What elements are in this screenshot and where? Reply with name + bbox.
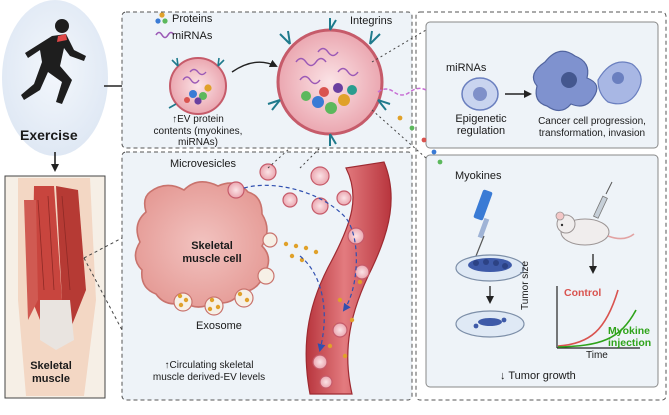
syringe-icon	[593, 181, 613, 219]
myokines-label: Myokines	[455, 170, 502, 182]
muscle-label-line1: Skeletal	[30, 360, 72, 372]
ev-contents-line2: contents (myokines,	[153, 126, 243, 137]
thigh-muscle-illustration	[18, 178, 96, 396]
microvesicles	[227, 163, 370, 389]
chart-ylabel: Tumor size	[520, 260, 531, 310]
small-ev	[169, 57, 227, 115]
cancer-line2: transformation, invasion	[538, 128, 646, 139]
proteins-label: Proteins	[172, 13, 213, 25]
large-ev	[276, 28, 384, 136]
control-curve	[557, 289, 619, 347]
ev-trajectory-2	[299, 255, 326, 352]
petri-dish-2	[455, 310, 525, 338]
mouse-icon	[555, 211, 635, 246]
pipette-icon	[473, 189, 493, 257]
integrin-icon	[267, 18, 391, 146]
petri-dish-1	[455, 254, 525, 282]
integrins-label: Integrins	[350, 15, 393, 27]
arrow-small-to-large-ev	[231, 59, 278, 73]
connector-ev-bottom	[371, 109, 427, 159]
mirna-legend-icon	[155, 31, 175, 39]
ev-contents-line1: ↑EV protein	[172, 114, 224, 125]
runner-icon	[21, 19, 86, 104]
muscle-cell-label-line2: muscle cell	[182, 253, 242, 265]
myokine-label-line1: Myokine	[608, 325, 651, 337]
control-label: Control	[564, 287, 602, 299]
tumor-growth-chart	[556, 286, 640, 349]
epigenetic-line2: regulation	[456, 125, 506, 137]
exosome-particles	[177, 241, 319, 312]
small-ev-integrins	[168, 57, 225, 109]
mirnas-label: miRNAs	[172, 30, 213, 42]
runner-backdrop	[2, 0, 108, 156]
right-mirnas-label: miRNAs	[446, 62, 487, 74]
epigenetic-line1: Epigenetic	[455, 113, 507, 125]
cancer-line1: Cancer cell progression,	[538, 116, 646, 127]
circulating-line2: muscle derived-EV levels	[152, 372, 266, 383]
circulating-line1: ↑Circulating skeletal	[164, 360, 254, 371]
blood-vessel	[305, 161, 392, 395]
muscle-cell-label-line1: Skeletal	[191, 240, 233, 252]
mirna-stream	[377, 87, 427, 96]
chart-xlabel: Time	[586, 350, 608, 361]
exosome-label: Exosome	[196, 320, 242, 332]
microvesicles-label: Microvesicles	[170, 158, 237, 170]
ev-contents-line3: miRNAs)	[178, 137, 218, 148]
connector-ev-top	[371, 29, 427, 63]
ev-trajectory	[243, 184, 357, 312]
connector-thigh-bottom	[83, 257, 123, 331]
cancer-cell-icon	[532, 50, 642, 112]
myokine-curve	[557, 309, 637, 348]
muscle-label-line2: muscle	[32, 373, 70, 385]
exercise-label: Exercise	[20, 127, 78, 143]
myokine-label-line2: injection	[608, 337, 652, 349]
myokine-stream	[397, 115, 443, 165]
proteins-legend-icon	[155, 12, 168, 24]
connector-thigh-top	[83, 237, 123, 259]
tumor-growth-label: ↓ Tumor growth	[500, 370, 576, 382]
target-cell-icon	[461, 77, 499, 111]
